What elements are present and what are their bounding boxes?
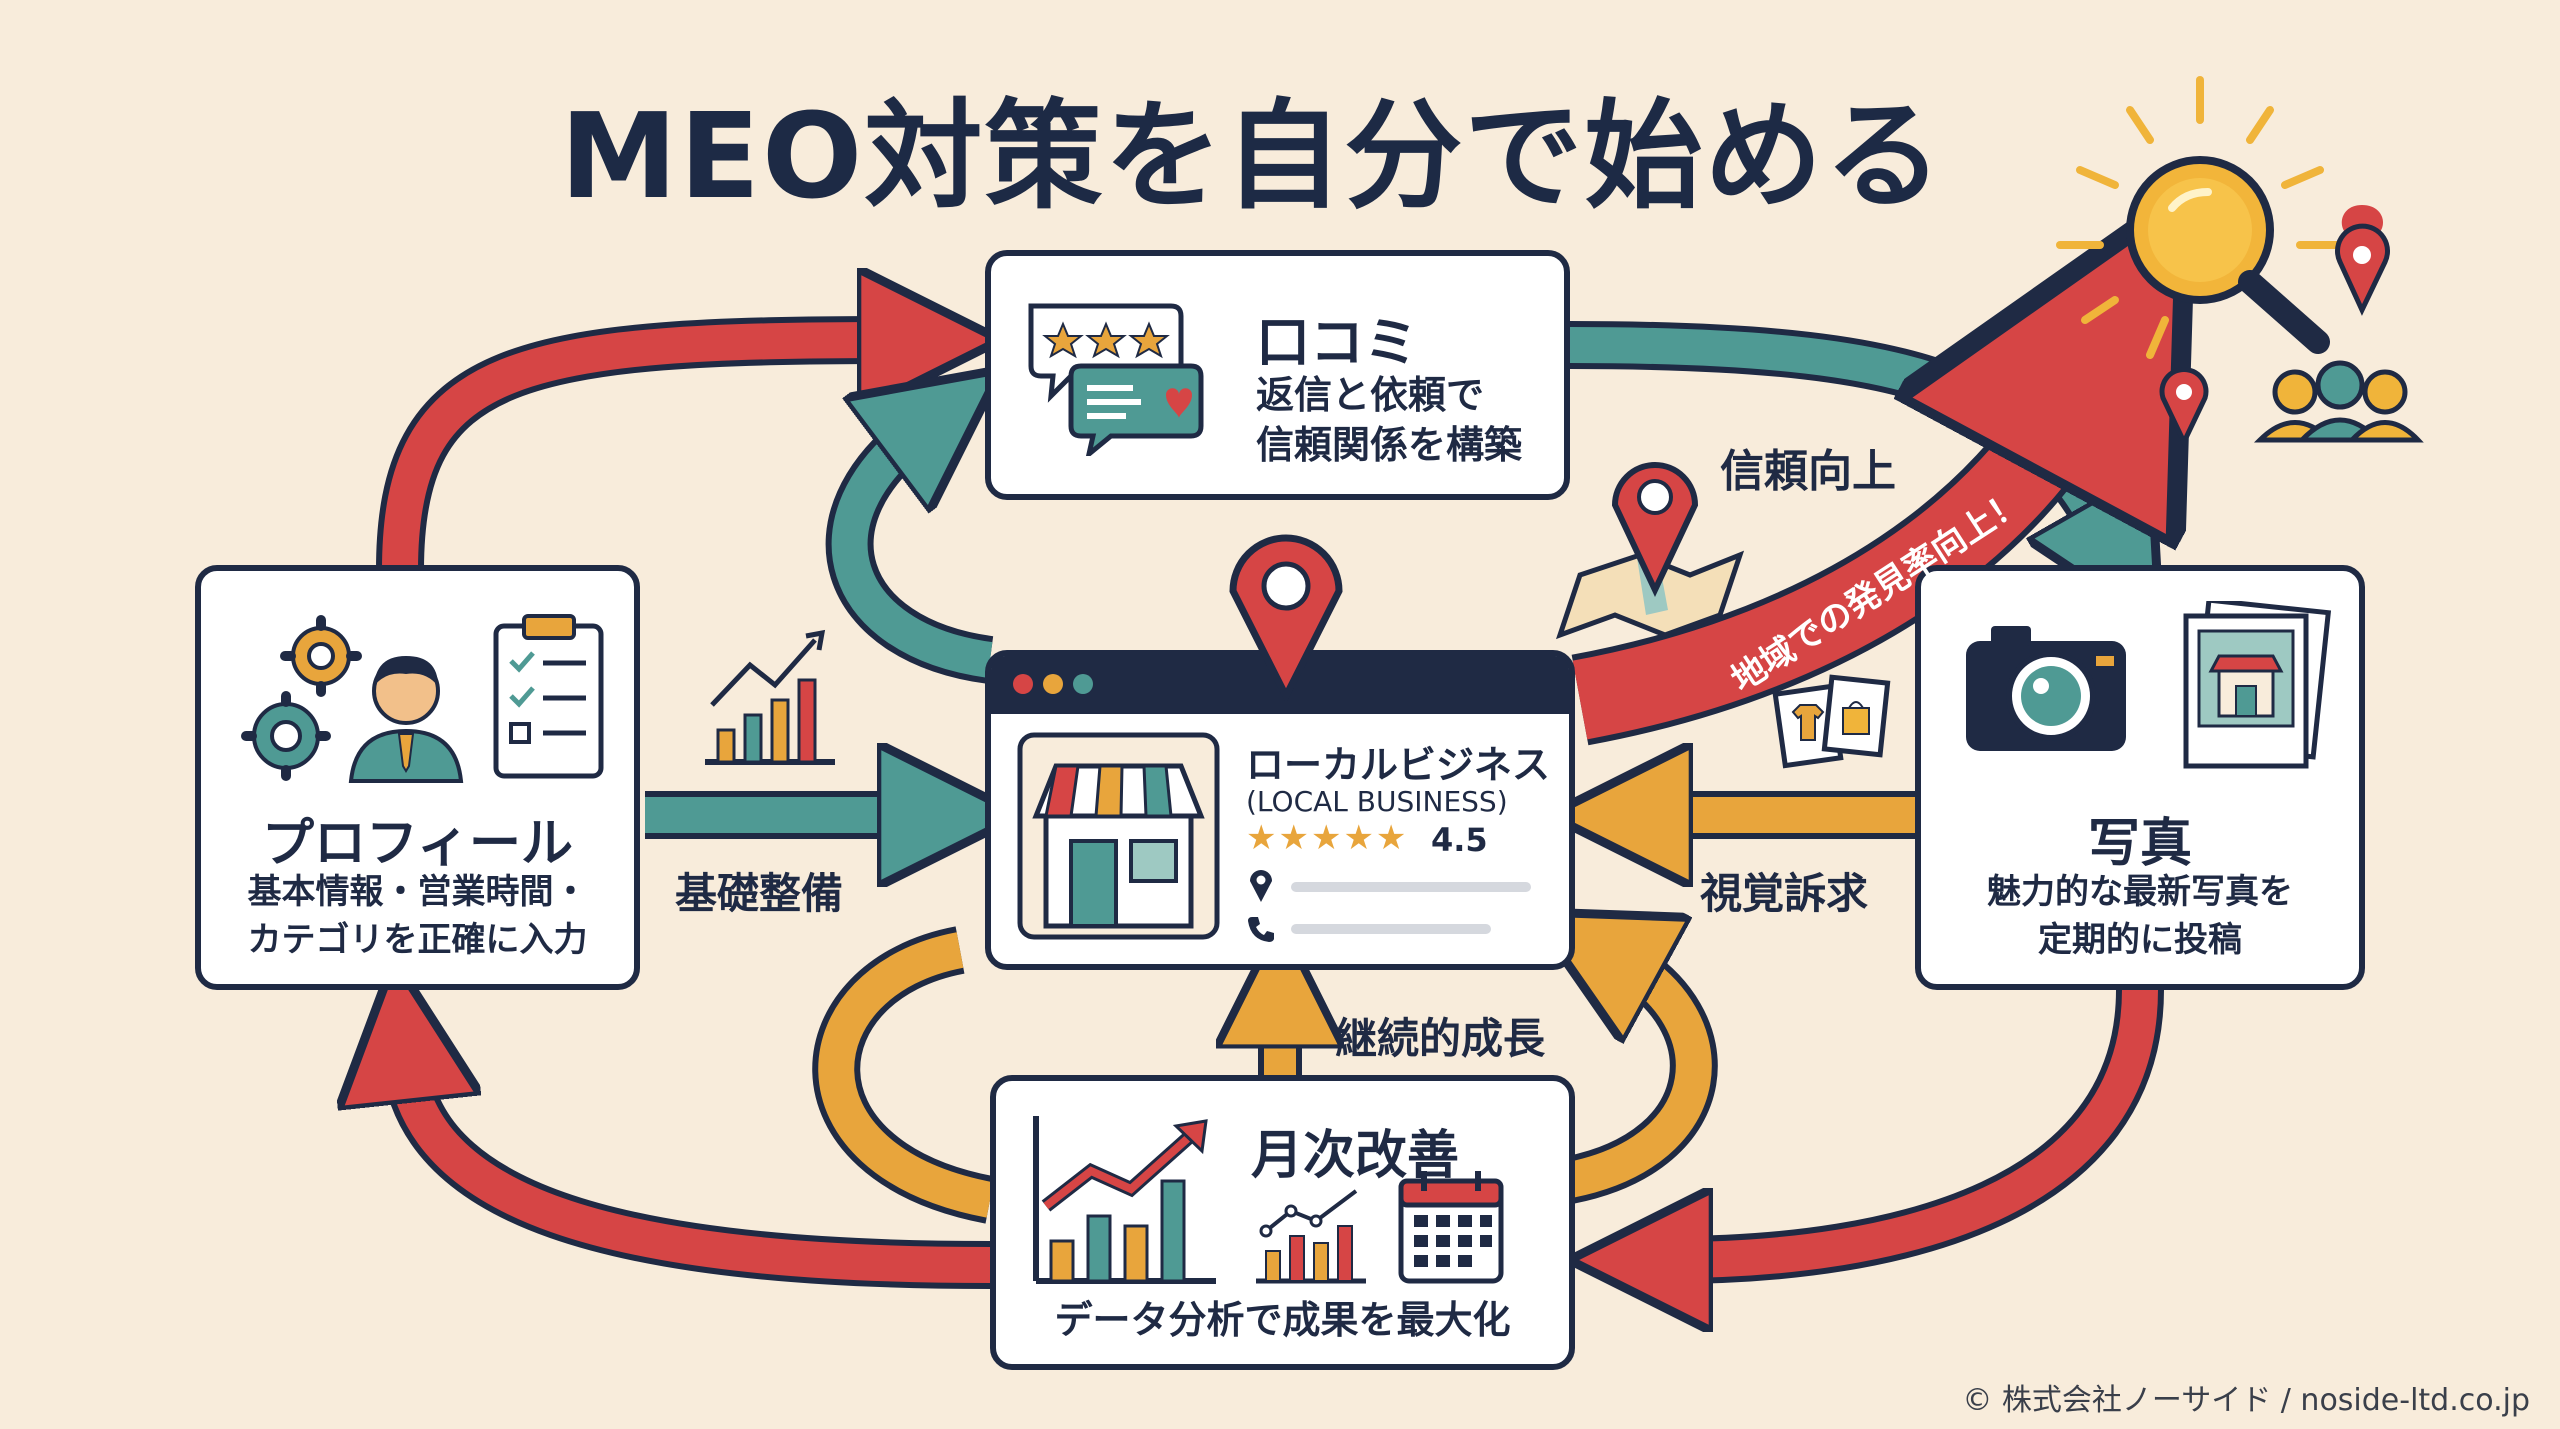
- map-pin-small-icon: [2159, 366, 2209, 448]
- business-english: (LOCAL BUSINESS): [1246, 785, 1508, 818]
- label-foundation: 基礎整備: [675, 869, 844, 918]
- reviews-title: 口コミ: [1256, 311, 1418, 374]
- monthly-subtitle: データ分析で成果を最大化: [1054, 1298, 1511, 1342]
- profile-line1: 基本情報・営業時間・: [247, 872, 588, 912]
- location-icon: [1250, 870, 1272, 902]
- people-icon: [2253, 360, 2424, 443]
- address-placeholder-line: [1291, 882, 1531, 892]
- profile-card: プロフィール 基本情報・営業時間・ カテゴリを正確に入力: [195, 565, 640, 990]
- gear-person-checklist-icon: [241, 614, 604, 783]
- business-name: ローカルビジネス: [1246, 743, 1551, 787]
- page-title: MEO対策を自分で始める: [560, 87, 1945, 225]
- map-pin-icon: [2335, 205, 2390, 316]
- photos-line1: 魅力的な最新写真を: [1987, 872, 2293, 912]
- storefront-icon: [1017, 732, 1220, 940]
- phone-icon: [1248, 917, 1274, 942]
- growth-chart-icon: [705, 629, 835, 765]
- label-visual: 視覚訴求: [1700, 869, 1869, 918]
- window-dot-red: [1013, 674, 1033, 694]
- profile-title: プロフィール: [262, 814, 573, 874]
- window-dot-orange: [1043, 674, 1063, 694]
- sun-magnifier-icon: [2056, 76, 2344, 359]
- business-window: ローカルビジネス (LOCAL BUSINESS) ★★★★★ 4.5: [985, 534, 1575, 970]
- camera-photo-icon: [1966, 601, 2332, 769]
- photos-line2: 定期的に投稿: [2038, 920, 2242, 960]
- rating-value: 4.5: [1431, 821, 1488, 859]
- reviews-line1: 返信と依頼で: [1256, 373, 1485, 417]
- review-chat-icon: [1028, 303, 1204, 456]
- profile-line2: カテゴリを正確に入力: [247, 920, 588, 960]
- monthly-card: 月次改善 データ分析で成果を最大化: [990, 1075, 1575, 1370]
- rating-stars: ★★★★★: [1246, 818, 1409, 858]
- label-growth: 継続的成長: [1335, 1014, 1546, 1063]
- phone-placeholder-line: [1291, 924, 1491, 934]
- label-trust: 信頼向上: [1720, 446, 1896, 497]
- window-dot-teal: [1073, 674, 1093, 694]
- product-tags-icon: [1772, 674, 1891, 769]
- monthly-title: 月次改善: [1251, 1126, 1460, 1186]
- reviews-line2: 信頼関係を構築: [1256, 423, 1523, 467]
- business-pin-icon: [1229, 534, 1343, 701]
- location-map-icon: [1555, 462, 1745, 640]
- reviews-card: 口コミ 返信と依頼で 信頼関係を構築: [985, 250, 1570, 500]
- photos-title: 写真: [2087, 814, 2192, 874]
- copyright: © 株式会社ノーサイド / noside-ltd.co.jp: [1962, 1383, 2530, 1418]
- photos-card: 写真 魅力的な最新写真を 定期的に投稿: [1915, 565, 2365, 990]
- chart-calendar-icon: [1033, 1116, 1504, 1284]
